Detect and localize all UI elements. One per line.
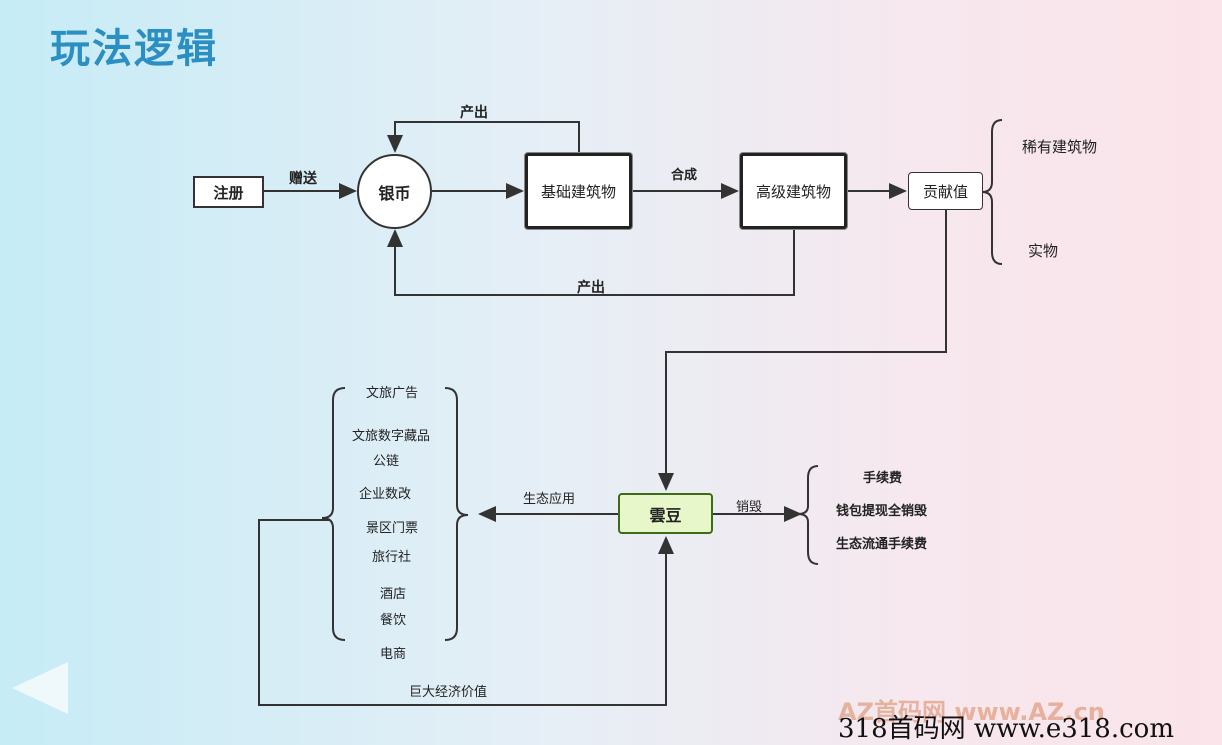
- brace-eco-right: [444, 387, 469, 641]
- node-advanced-building: 高级建筑物: [740, 153, 847, 229]
- label-output-bottom: 产出: [577, 280, 605, 296]
- destroy-item: 钱包提现全销毁: [836, 504, 928, 519]
- label-econ-value: 巨大经济价值: [409, 685, 488, 700]
- edge-econ-value: [258, 519, 674, 706]
- eco-app-item: 电商: [380, 647, 407, 662]
- label-eco-app: 生态应用: [523, 492, 576, 507]
- node-basic-building: 基础建筑物: [525, 153, 632, 229]
- node-yundou: 雲豆: [618, 493, 713, 534]
- page-title: 玩法逻辑: [50, 26, 218, 72]
- label-destroy: 销毁: [736, 500, 763, 515]
- edge-output-top: [387, 121, 580, 153]
- node-basic-label: 基础建筑物: [540, 182, 616, 201]
- node-advanced-label: 高级建筑物: [755, 182, 831, 201]
- node-register: 注册: [193, 176, 264, 208]
- edge-output-bottom: [387, 229, 795, 296]
- label-synth: 合成: [671, 168, 698, 183]
- branch-rare-building: 稀有建筑物: [1022, 138, 1098, 156]
- node-contribution-label: 贡献值: [922, 182, 968, 201]
- edge-contrib-yundou: [658, 210, 947, 491]
- eco-app-item: 文旅数字藏品: [352, 429, 431, 444]
- node-contribution: 贡献值: [908, 172, 983, 210]
- eco-app-item: 公链: [373, 454, 400, 469]
- node-silver: 银币: [357, 154, 432, 229]
- destroy-item: 生态流通手续费: [836, 537, 928, 552]
- eco-app-item: 景区门票: [366, 521, 419, 536]
- watermark-faded: AZ首码网 www.AZ.cn: [838, 698, 1105, 726]
- eco-app-item: 旅行社: [372, 550, 412, 565]
- destroy-item: 手续费: [863, 471, 903, 486]
- node-silver-label: 银币: [378, 183, 411, 203]
- label-gift: 赠送: [289, 171, 317, 187]
- eco-app-item: 企业数改: [359, 487, 412, 502]
- branch-physical: 实物: [1028, 242, 1059, 260]
- eco-app-item: 酒店: [380, 587, 407, 602]
- brace-destroy: [797, 465, 819, 565]
- brace-eco-left: [321, 387, 346, 641]
- label-output-top: 产出: [460, 105, 488, 121]
- corner-triangle-decoration: [12, 662, 68, 714]
- eco-app-item: 餐饮: [380, 613, 407, 628]
- watermark-main: 318首码网 www.e318.com: [838, 714, 1174, 744]
- eco-app-item: 文旅广告: [366, 386, 419, 401]
- brace-contribution: [981, 119, 1003, 265]
- node-yundou-label: 雲豆: [649, 505, 682, 525]
- node-register-label: 注册: [213, 183, 244, 202]
